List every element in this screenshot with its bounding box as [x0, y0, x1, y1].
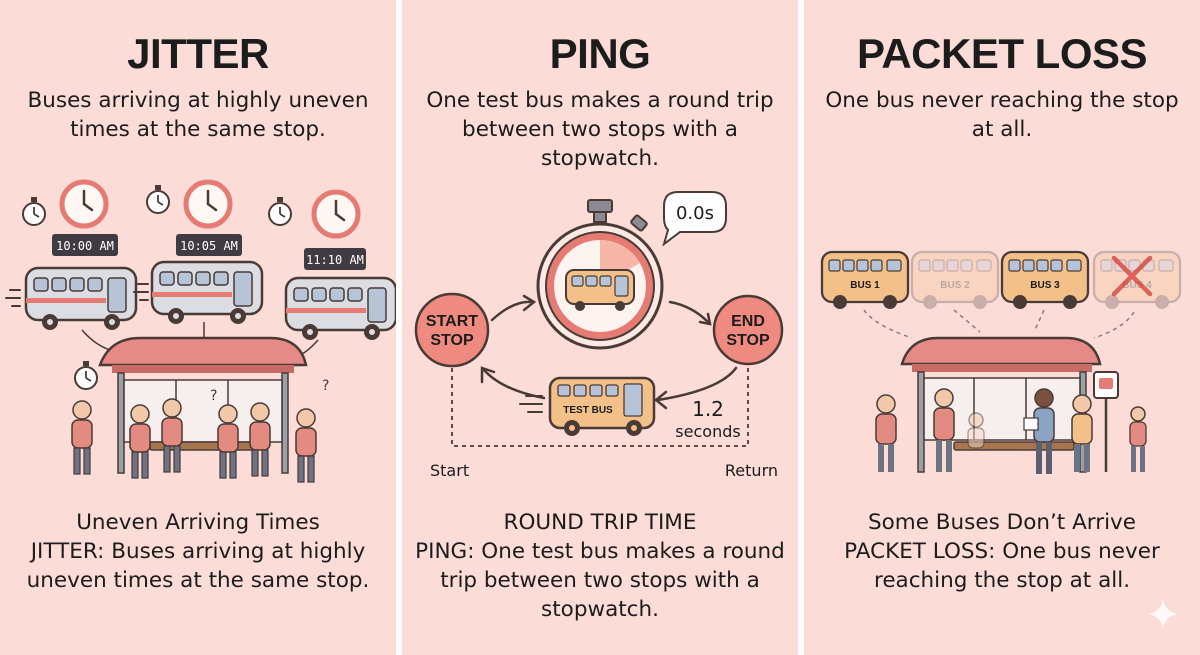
- jitter-panel: JITTER Buses arriving at highly uneven t…: [0, 0, 396, 655]
- jitter-bottom-heading: Uneven Arriving Times: [76, 510, 320, 535]
- packet-loss-bottom-heading: Some Buses Don’t Arrive: [867, 510, 1136, 535]
- jitter-bottom-text: Uneven Arriving Times JITTER: Buses arri…: [12, 508, 384, 595]
- time-sign-3-text: 11:10 AM: [306, 253, 364, 267]
- ping-illustration: 0.0s START STOP END STOP: [414, 191, 784, 480]
- start-label: Start: [430, 461, 469, 480]
- bus-3-label: BUS 3: [1030, 280, 1060, 291]
- return-label: Return: [725, 461, 778, 480]
- stopwatch-reading-text: 0.0s: [676, 203, 714, 224]
- rtt-value: 1.2: [692, 397, 724, 421]
- bus-stop-sign-icon: [1093, 371, 1119, 472]
- ping-title: PING: [549, 30, 651, 77]
- test-bus: TEST BUS: [548, 376, 656, 436]
- cross-icon: [1111, 255, 1153, 297]
- time-sign-2-text: 10:05 AM: [180, 239, 238, 253]
- packet-loss-illustration: BUS 1 BUS 2 BUS 3 BUS 4: [820, 250, 1182, 474]
- test-bus-label: TEST BUS: [563, 405, 613, 416]
- packet-loss-bottom-text: Some Buses Don’t Arrive PACKET LOSS: One…: [816, 508, 1188, 595]
- bus-3: BUS 3: [1000, 250, 1090, 311]
- end-stop-circle: END STOP: [712, 294, 784, 366]
- jitter-bottom-description: JITTER: Buses arriving at highly uneven …: [26, 539, 370, 593]
- bus-2: BUS 2: [910, 250, 1000, 311]
- bus-2-label: BUS 2: [940, 280, 970, 291]
- packet-loss-subtitle: One bus never reaching the stop at all.: [825, 88, 1179, 142]
- bus-1-label: BUS 1: [850, 280, 880, 291]
- end-stop-line2: STOP: [726, 332, 770, 349]
- svg-text:?: ?: [210, 388, 217, 404]
- packet-loss-title: PACKET LOSS: [856, 30, 1148, 77]
- bus-4-label: BUS 4: [1122, 280, 1152, 291]
- ping-bottom-description: PING: One test bus makes a round trip be…: [415, 539, 785, 622]
- ping-panel: PING One test bus makes a round trip bet…: [402, 0, 798, 655]
- bus-grey-3: [284, 276, 396, 342]
- start-stop-line1: START: [426, 313, 478, 330]
- svg-text:?: ?: [322, 378, 329, 394]
- ping-bottom-text: ROUND TRIP TIME PING: One test bus makes…: [414, 508, 786, 624]
- time-sign-1: 10:00 AM: [52, 234, 118, 256]
- ping-bottom-heading: ROUND TRIP TIME: [503, 510, 697, 535]
- time-sign-1-text: 10:00 AM: [56, 239, 114, 253]
- start-stop-line2: STOP: [430, 332, 474, 349]
- bus-4: BUS 4: [1092, 250, 1182, 311]
- rtt-unit: seconds: [675, 422, 740, 441]
- jitter-title: JITTER: [127, 30, 269, 77]
- packet-loss-panel: PACKET LOSS One bus never reaching the s…: [804, 0, 1200, 655]
- stopwatch-icon: [536, 199, 664, 350]
- bus-grey-1: [24, 266, 138, 332]
- jitter-subtitle: Buses arriving at highly uneven times at…: [27, 88, 369, 142]
- ping-subtitle: One test bus makes a round trip between …: [426, 88, 774, 171]
- sparkle-icon: [1148, 599, 1178, 629]
- stopwatch-reading-bubble: 0.0s: [662, 191, 727, 247]
- start-stop-circle: START STOP: [414, 292, 490, 368]
- bus-grey-2: [150, 260, 264, 326]
- time-sign-3: 11:10 AM: [304, 248, 366, 270]
- jitter-illustration: 10:00 AM 10:05 AM 11:10 AM: [5, 0, 396, 483]
- bus-1: BUS 1: [820, 250, 910, 311]
- packet-loss-bottom-description: PACKET LOSS: One bus never reaching the …: [844, 539, 1160, 593]
- time-sign-2: 10:05 AM: [176, 234, 242, 256]
- end-stop-line1: END: [731, 313, 765, 330]
